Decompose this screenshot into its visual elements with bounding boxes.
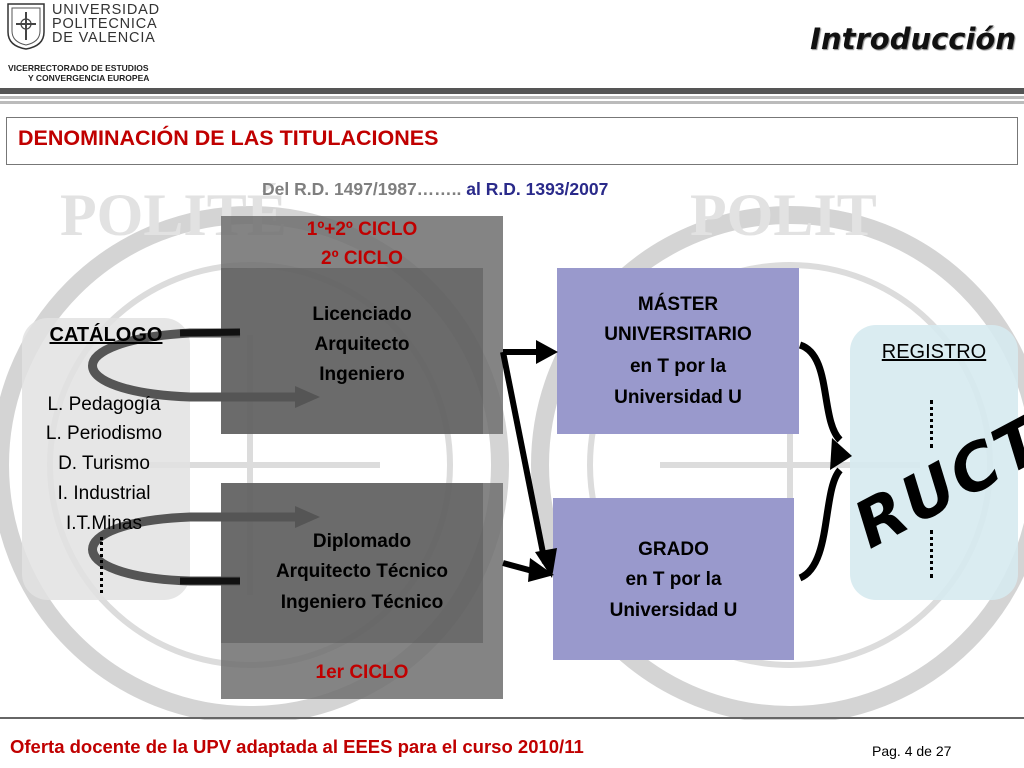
upper-title-licenciado: Licenciado	[312, 304, 412, 325]
catalogo-item: I. Industrial	[57, 483, 151, 504]
grado-line-1: GRADO	[638, 539, 709, 560]
registro-ellipsis-bottom	[930, 530, 939, 578]
registro-panel	[850, 325, 1018, 600]
university-name-line-1: UNIVERSIDAD	[52, 2, 160, 18]
upper-cycle-line-1: 1º+2º CICLO	[306, 219, 418, 240]
page-title: Introducción	[810, 22, 1016, 56]
subtitle: Del R.D. 1497/1987…….. al R.D. 1393/2007	[262, 179, 608, 200]
grado-to-registro-curve	[798, 467, 843, 582]
grado-line-2: en T por la	[625, 569, 722, 590]
master-line-2: UNIVERSITARIO	[604, 324, 752, 345]
arrow-cross	[500, 351, 548, 564]
registro-ellipsis-top	[930, 400, 939, 448]
section-title-box	[6, 117, 1018, 165]
section-title: DENOMINACIÓN DE LAS TITULACIONES	[18, 126, 439, 150]
catalogo-upper-arrow	[88, 328, 300, 402]
catalogo-item: D. Turismo	[58, 453, 150, 474]
catalogo-lower-arrow-head	[295, 506, 320, 528]
catalogo-heading: CATÁLOGO	[49, 324, 163, 346]
upper-block-inner	[221, 268, 483, 434]
upper-title-arquitecto: Arquitecto	[314, 334, 410, 355]
catalogo-panel	[22, 318, 190, 600]
vicerrectorado-line-1: VICERRECTORADO DE ESTUDIOS	[8, 63, 149, 73]
lower-title-diplomado: Diplomado	[312, 531, 412, 552]
catalogo-ellipsis	[100, 537, 109, 593]
registro-heading: REGISTRO	[881, 341, 987, 363]
header-divider-light	[0, 96, 1024, 99]
catalogo-upper-arrow-head	[295, 386, 320, 408]
arrow-to-grado-head	[528, 558, 554, 582]
university-name-line-2: POLITECNICA	[52, 16, 158, 32]
watermark-seal-background: POLITÉ POLIT	[0, 182, 1024, 720]
catalogo-item: L. Pedagogía	[47, 394, 161, 415]
arrow-cross-head	[535, 548, 557, 578]
master-to-registro-curve	[798, 341, 843, 443]
arrow-to-master-head	[536, 340, 558, 364]
grado-box	[553, 498, 794, 660]
lower-title-arquitecto-tecnico: Arquitecto Técnico	[275, 561, 449, 582]
page-number: Pag. 4 de 27	[872, 743, 952, 759]
subtitle-to: al R.D. 1393/2007	[466, 179, 609, 199]
catalogo-item: L. Periodismo	[45, 423, 163, 444]
master-line-4: Universidad U	[614, 387, 742, 408]
subtitle-from: Del R.D. 1497/1987……..	[262, 179, 467, 199]
lower-block-inner	[221, 483, 483, 643]
lower-title-ingeniero-tecnico: Ingeniero Técnico	[280, 592, 444, 613]
university-name-line-3: DE VALENCIA	[52, 30, 156, 46]
registro-arrow-head	[830, 438, 852, 470]
vicerrectorado-line-2: Y CONVERGENCIA EUROPEA	[28, 73, 150, 83]
catalogo-upper-arrow-line	[179, 328, 241, 337]
grado-line-3: Universidad U	[609, 600, 738, 621]
lower-cycle: 1er CICLO	[315, 662, 409, 683]
master-line-1: MÁSTER	[637, 294, 719, 315]
svg-text:POLIT: POLIT	[690, 182, 877, 248]
upper-title-ingeniero: Ingeniero	[319, 364, 405, 385]
header-divider-dark	[0, 88, 1024, 94]
upper-cycle-line-2: 2º CICLO	[321, 248, 403, 269]
catalogo-lower-arrow	[88, 512, 300, 586]
footer-text: Oferta docente de la UPV adaptada al EEE…	[10, 736, 584, 757]
master-box	[557, 268, 799, 434]
catalogo-item: I.T.Minas	[65, 513, 143, 534]
header-divider-light-2	[0, 101, 1024, 104]
master-line-3: en T por la	[629, 356, 727, 377]
upv-seal-logo	[7, 3, 45, 50]
